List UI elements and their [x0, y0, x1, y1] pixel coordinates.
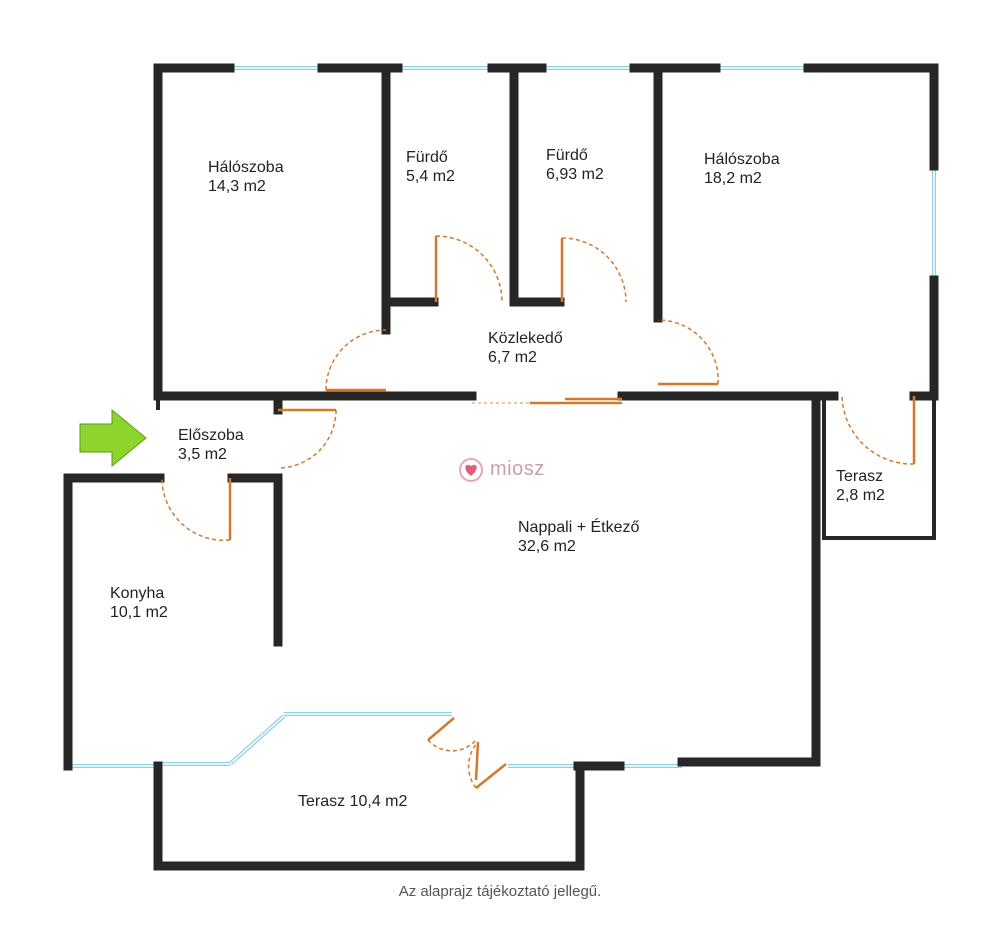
openings [472, 397, 622, 405]
room-bath-1: Fürdő 5,4 m2 [406, 148, 455, 186]
room-name: Előszoba [178, 427, 244, 444]
walls [63, 63, 939, 871]
room-bath-2: Fürdő 6,93 m2 [546, 146, 604, 184]
logo-text: miosz [490, 457, 545, 480]
room-name: Konyha [110, 585, 165, 602]
room-name: Nappali + Étkező [518, 519, 640, 536]
room-terrace-small: Terasz 2,8 m2 [836, 467, 885, 505]
room-area: 5,4 m2 [406, 168, 455, 185]
room-name: Fürdő [546, 147, 588, 164]
room-area: 10,1 m2 [110, 604, 168, 621]
room-area: 14,3 m2 [208, 178, 266, 195]
room-name: Fürdő [406, 149, 448, 166]
room-hallway: Közlekedő 6,7 m2 [488, 329, 563, 367]
room-bedroom-right: Hálószoba 18,2 m2 [704, 150, 780, 188]
doors [161, 235, 916, 789]
heart-logo-icon [459, 458, 483, 482]
room-area: 6,7 m2 [488, 349, 537, 366]
room-area: 6,93 m2 [546, 166, 604, 183]
room-name: Közlekedő [488, 330, 563, 347]
room-label: Terasz 10,4 m2 [298, 793, 408, 810]
windows [68, 66, 936, 768]
room-entrance: Előszoba 3,5 m2 [178, 426, 244, 464]
room-living: Nappali + Étkező 32,6 m2 [518, 518, 639, 556]
logo: miosz [456, 454, 545, 484]
thin-outlines [156, 400, 936, 540]
room-kitchen: Konyha 10,1 m2 [110, 584, 168, 622]
room-area: 3,5 m2 [178, 446, 227, 463]
footnote: Az alaprajz tájékoztató jellegű. [398, 883, 602, 900]
room-name: Hálószoba [704, 151, 780, 168]
room-area: 32,6 m2 [518, 538, 576, 555]
entrance-arrow-icon [79, 408, 147, 468]
room-terrace-large: Terasz 10,4 m2 [298, 792, 407, 811]
room-area: 18,2 m2 [704, 170, 762, 187]
room-area: 2,8 m2 [836, 487, 885, 504]
room-bedroom-left: Hálószoba 14,3 m2 [208, 158, 284, 196]
room-name: Terasz [836, 468, 884, 485]
room-name: Hálószoba [208, 159, 284, 176]
